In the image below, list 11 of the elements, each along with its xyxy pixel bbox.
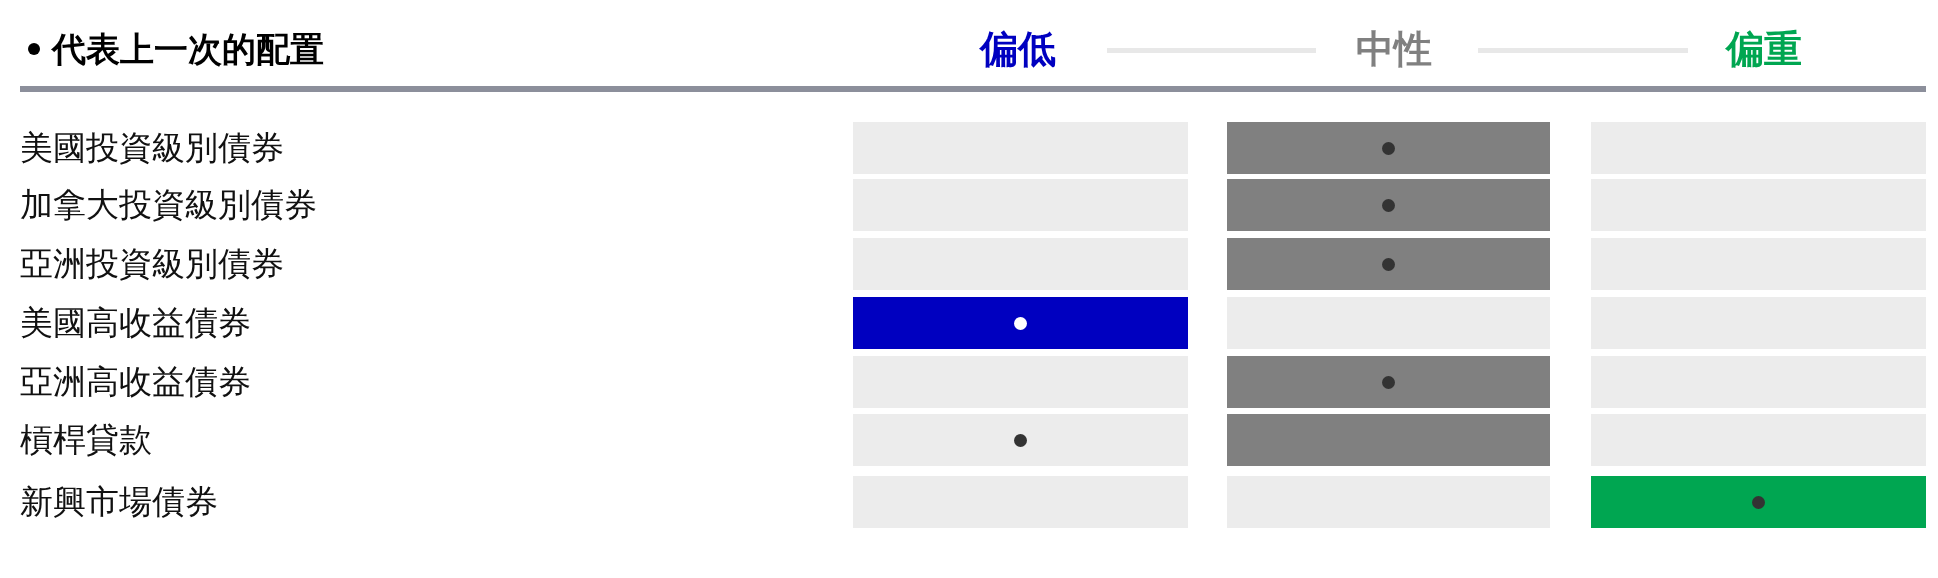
column-header: 偏低 — [980, 27, 1056, 71]
row-label: 亞洲投資級別債券 — [20, 244, 284, 284]
row-label: 美國投資級別債券 — [20, 128, 284, 168]
legend-text: 代表上一次的配置 — [52, 29, 324, 69]
row-label: 美國高收益債券 — [20, 303, 251, 343]
column-header: 偏重 — [1726, 27, 1802, 71]
row-label: 加拿大投資級別債券 — [20, 185, 317, 225]
column-header: 中性 — [1356, 27, 1432, 71]
row-label: 新興市場債券 — [20, 482, 218, 522]
row-label: 槓桿貸款 — [20, 420, 152, 460]
row-label: 亞洲高收益債券 — [20, 362, 251, 402]
